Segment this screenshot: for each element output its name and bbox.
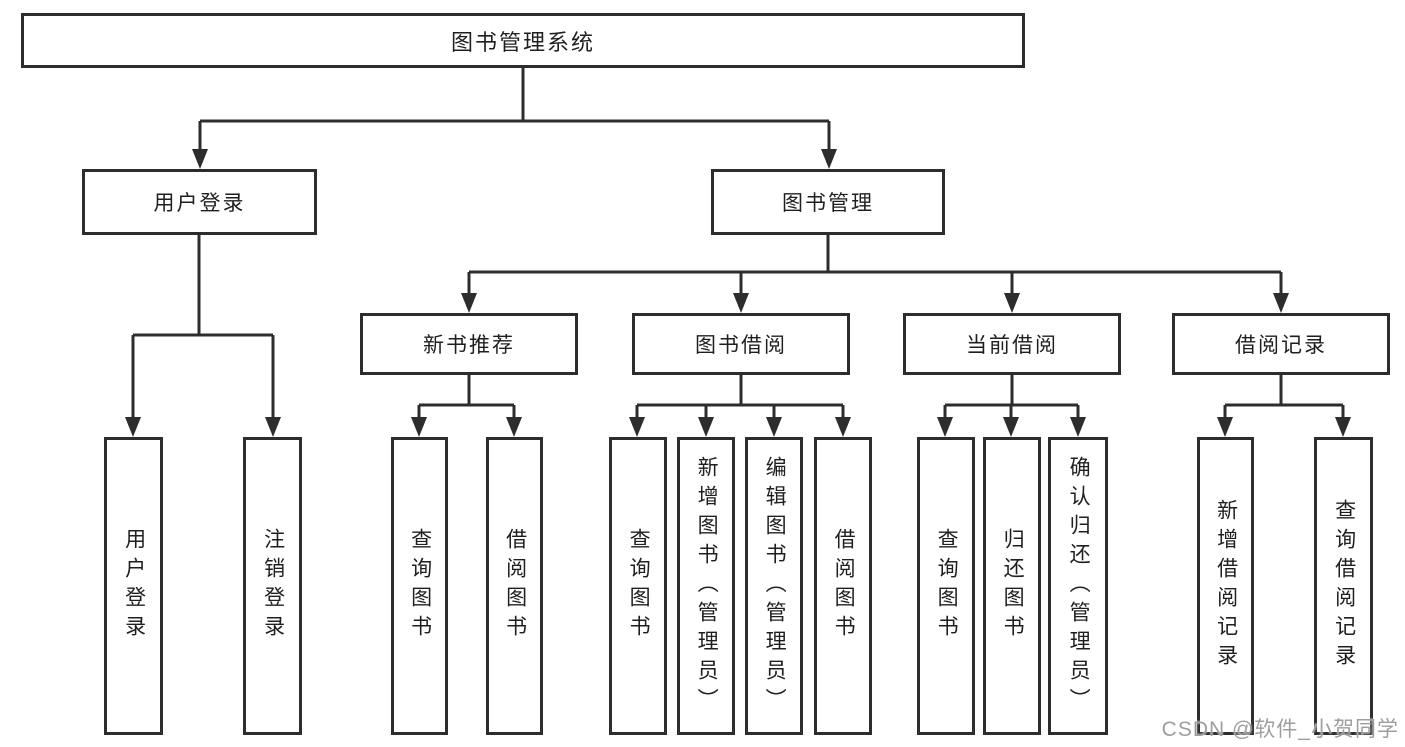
node-book-borrow: 图书借阅 [632, 313, 850, 375]
leaf-query-borrow-record: 查询借阅记录 [1314, 437, 1373, 735]
leaf-query-books-3-label: 查询图书 [935, 528, 959, 644]
node-borrow-records-label: 借阅记录 [1235, 334, 1327, 357]
leaf-borrow-books-2: 借阅图书 [814, 437, 872, 735]
node-user-login-label: 用户登录 [153, 192, 246, 215]
node-root: 图书管理系统 [21, 13, 1025, 68]
leaf-add-book-admin: 新增图书（管理员） [677, 437, 735, 735]
leaf-query-books-2-label: 查询图书 [627, 528, 651, 644]
leaf-borrow-books-1: 借阅图书 [486, 437, 543, 735]
node-current-borrow: 当前借阅 [903, 313, 1121, 375]
leaf-return-book-label: 归还图书 [1001, 528, 1025, 644]
leaf-logout: 注销登录 [243, 437, 302, 735]
leaf-borrow-books-2-label: 借阅图书 [832, 528, 856, 644]
node-user-login: 用户登录 [82, 169, 317, 235]
node-new-book-recommend: 新书推荐 [360, 313, 578, 375]
node-book-management: 图书管理 [711, 169, 945, 235]
leaf-query-borrow-record-label: 查询借阅记录 [1332, 499, 1356, 673]
leaf-confirm-return-admin: 确认归还（管理员） [1048, 437, 1108, 735]
leaf-edit-book-admin: 编辑图书（管理员） [745, 437, 803, 735]
leaf-edit-book-admin-label: 编辑图书（管理员） [763, 455, 787, 717]
node-root-label: 图书管理系统 [450, 29, 595, 55]
leaf-user-login-label: 用户登录 [122, 528, 146, 644]
leaf-confirm-return-admin-label: 确认归还（管理员） [1067, 455, 1091, 717]
leaf-borrow-books-1-label: 借阅图书 [503, 528, 527, 644]
node-current-borrow-label: 当前借阅 [966, 334, 1058, 357]
node-book-borrow-label: 图书借阅 [695, 334, 787, 357]
leaf-query-books-3: 查询图书 [917, 437, 975, 735]
leaf-logout-label: 注销登录 [261, 528, 285, 644]
leaf-add-borrow-record-label: 新增借阅记录 [1214, 499, 1238, 673]
leaf-add-book-admin-label: 新增图书（管理员） [695, 455, 719, 717]
watermark: CSDN @软件_小贺同学 [1161, 718, 1399, 741]
leaf-query-books-2: 查询图书 [609, 437, 667, 735]
leaf-return-book: 归还图书 [983, 437, 1041, 735]
leaf-query-books-1: 查询图书 [391, 437, 448, 735]
leaf-add-borrow-record: 新增借阅记录 [1197, 437, 1254, 735]
node-borrow-records: 借阅记录 [1172, 313, 1390, 375]
node-book-management-label: 图书管理 [782, 192, 874, 215]
leaf-query-books-1-label: 查询图书 [408, 528, 432, 644]
node-new-book-recommend-label: 新书推荐 [423, 334, 515, 357]
arrowheads [125, 149, 1351, 437]
leaf-user-login: 用户登录 [104, 437, 163, 735]
